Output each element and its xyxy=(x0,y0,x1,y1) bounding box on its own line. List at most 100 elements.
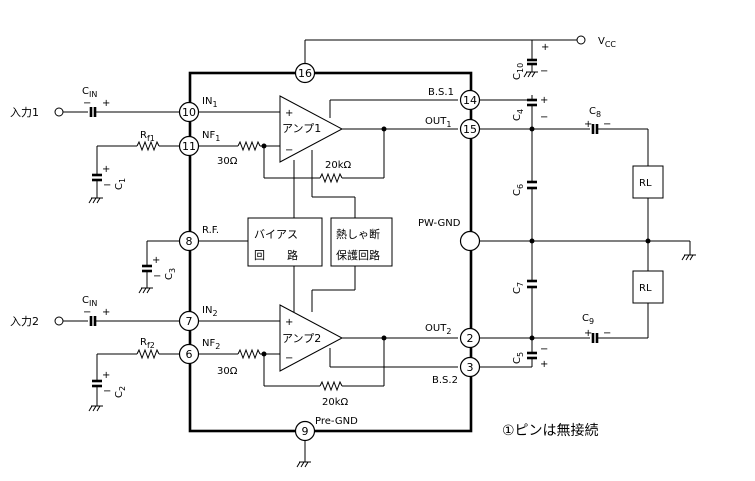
bias-circuit-block: バイアス 回 路 xyxy=(247,217,323,267)
pin-10: 10 xyxy=(178,101,200,123)
pin-11: 11 xyxy=(178,135,200,157)
c8-label: C8 xyxy=(589,106,601,119)
svg-text:−: − xyxy=(603,328,611,339)
c10-label: C10 xyxy=(512,63,525,80)
ground-icon xyxy=(681,254,696,261)
svg-text:+: + xyxy=(102,98,110,109)
rl-2-box xyxy=(632,270,664,304)
c3-label: C3 xyxy=(164,268,177,280)
svg-text:−: − xyxy=(285,145,293,156)
c4-label: C4 xyxy=(512,109,525,121)
svg-text:+: + xyxy=(285,317,293,328)
c5-label: C5 xyxy=(512,352,525,364)
nf-2-circuit: Rf2 + − C2 xyxy=(88,337,179,412)
pin-14: 14 xyxy=(459,89,481,111)
svg-text:15: 15 xyxy=(463,123,477,136)
svg-text:2: 2 xyxy=(467,332,474,345)
pin-8: 8 xyxy=(178,230,200,252)
cin-1-label: CIN xyxy=(82,86,97,99)
ic-pin-labels: IN1 NF1 R.F. IN2 NF2 B.S.1 OUT1 PW-GND O… xyxy=(202,87,461,427)
svg-text:−: − xyxy=(285,353,293,364)
r20k-2-label: 20kΩ xyxy=(322,397,349,408)
r30-1-label: 30Ω xyxy=(217,156,238,167)
svg-text:バイアス: バイアス xyxy=(254,228,298,241)
input-1-circuit: 入力1 − + CIN xyxy=(10,86,179,119)
svg-text:+: + xyxy=(102,307,110,318)
c10-plus: + xyxy=(541,42,549,53)
input-2-circuit: 入力2 − + CIN xyxy=(10,295,179,328)
input-2-terminal xyxy=(54,316,64,326)
pin-16: 16 xyxy=(294,62,316,84)
svg-text:NF2: NF2 xyxy=(202,338,220,351)
input-1-terminal xyxy=(54,107,64,117)
svg-text:+: + xyxy=(540,95,548,106)
pin-pw-gnd xyxy=(459,230,481,252)
amp-2-triangle xyxy=(279,304,344,372)
ground-icon xyxy=(88,405,103,412)
rf-circuit: + − C3 xyxy=(138,240,179,294)
svg-text:+: + xyxy=(152,255,160,266)
ground-icon xyxy=(296,461,311,468)
amp-2-section: 30Ω + − アンプ2 20kΩ xyxy=(199,266,458,408)
rf1-label: Rf1 xyxy=(140,130,155,143)
ic-package-outline xyxy=(188,71,473,433)
no-connect-note: ①ピンは無接続 xyxy=(502,422,599,439)
svg-text:−: − xyxy=(603,119,611,130)
c2-label: C2 xyxy=(114,386,127,398)
amp-2-label: アンプ2 xyxy=(282,332,321,345)
svg-text:11: 11 xyxy=(182,140,196,153)
c7-label: C7 xyxy=(512,282,525,294)
amp-1-label: アンプ1 xyxy=(282,122,321,135)
svg-text:熱しゃ断: 熱しゃ断 xyxy=(336,227,380,241)
svg-text:−: − xyxy=(103,386,111,397)
svg-text:+: + xyxy=(540,359,548,370)
nf-1-circuit: Rf1 + − C1 xyxy=(88,130,179,204)
svg-text:+: + xyxy=(584,328,592,339)
ground-icon xyxy=(138,287,153,294)
svg-text:8: 8 xyxy=(186,235,193,248)
svg-text:OUT1: OUT1 xyxy=(425,116,451,129)
input-1-label: 入力1 xyxy=(10,106,39,119)
svg-text:−: − xyxy=(83,307,91,318)
svg-text:16: 16 xyxy=(298,67,312,80)
input-2-label: 入力2 xyxy=(10,315,39,328)
svg-text:−: − xyxy=(540,112,548,123)
c6-label: C6 xyxy=(512,184,525,196)
svg-text:B.S.1: B.S.1 xyxy=(428,87,454,98)
svg-text:6: 6 xyxy=(186,348,193,361)
svg-text:+: + xyxy=(285,108,293,119)
svg-text:−: − xyxy=(83,98,91,109)
svg-text:回 路: 回 路 xyxy=(254,249,298,262)
svg-text:OUT2: OUT2 xyxy=(425,323,451,336)
svg-text:IN1: IN1 xyxy=(202,96,218,109)
svg-text:−: − xyxy=(540,344,548,355)
svg-text:+: + xyxy=(102,370,110,381)
svg-text:+: + xyxy=(584,119,592,130)
pin-7: 7 xyxy=(178,310,200,332)
svg-text:PW-GND: PW-GND xyxy=(418,218,461,229)
svg-text:NF1: NF1 xyxy=(202,130,220,143)
r30-2-label: 30Ω xyxy=(217,366,238,377)
svg-text:−: − xyxy=(103,180,111,191)
svg-text:−: − xyxy=(153,271,161,282)
ic-pins: 10 11 8 7 6 16 14 15 2 3 9 xyxy=(178,62,481,442)
output-circuit: + − C4 + − C8 RL C6 xyxy=(480,95,696,370)
svg-text:+: + xyxy=(102,164,110,175)
thermal-protection-block: 熱しゃ断 保護回路 xyxy=(330,217,393,267)
svg-text:R.F.: R.F. xyxy=(202,225,219,236)
pin-2: 2 xyxy=(459,327,481,349)
amp-1-triangle xyxy=(279,95,344,163)
ground-icon xyxy=(523,71,538,78)
svg-text:RL: RL xyxy=(639,283,652,294)
pin-6: 6 xyxy=(178,343,200,365)
svg-text:14: 14 xyxy=(463,94,477,107)
svg-text:3: 3 xyxy=(467,361,474,374)
r20k-1-label: 20kΩ xyxy=(325,160,352,171)
ground-icon xyxy=(88,197,103,204)
c1-label: C1 xyxy=(114,178,127,190)
svg-text:RL: RL xyxy=(639,178,652,189)
rf2-label: Rf2 xyxy=(140,337,155,350)
svg-text:9: 9 xyxy=(302,425,309,438)
svg-text:7: 7 xyxy=(186,315,193,328)
